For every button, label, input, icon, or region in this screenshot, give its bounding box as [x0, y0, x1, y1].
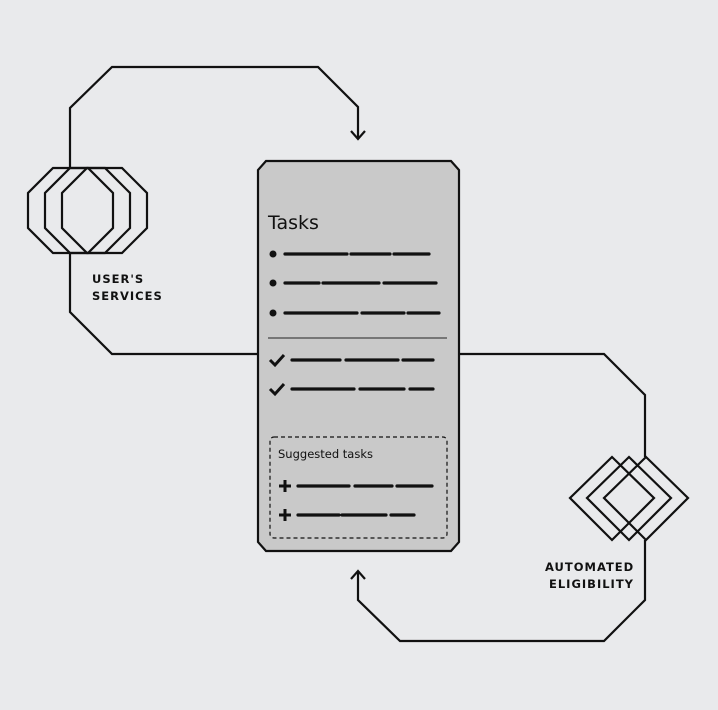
bullet-icon	[269, 250, 277, 258]
suggested-task-row	[279, 480, 434, 492]
connector-bottom	[356, 540, 647, 643]
arrow-down-icon	[350, 130, 366, 141]
plus-icon	[279, 509, 291, 521]
connector-top	[68, 65, 360, 168]
check-icon	[268, 353, 286, 368]
open-task-row	[269, 250, 431, 258]
label-users-services-2: SERVICES	[92, 289, 163, 303]
suggested-tasks-title: Suggested tasks	[278, 447, 373, 461]
label-automated-eligibility-1: AUTOMATED	[545, 560, 634, 574]
connector-right	[460, 352, 647, 457]
bullet-icon	[269, 309, 277, 317]
connector-left	[68, 253, 258, 356]
check-icon	[268, 382, 286, 397]
tasks-title: Tasks	[267, 212, 319, 234]
tasks-card: Tasks Suggested tasks	[256, 159, 461, 553]
label-users-services-1: USER'S	[92, 272, 144, 286]
arrow-up-icon	[350, 569, 366, 580]
suggested-task-row	[279, 509, 416, 521]
services-stack-icon	[26, 166, 149, 255]
plus-icon	[279, 480, 291, 492]
completed-task-row	[268, 382, 435, 397]
suggested-tasks-box	[269, 436, 448, 539]
bullet-icon	[269, 279, 277, 287]
eligibility-stack-icon	[568, 455, 690, 542]
label-automated-eligibility-2: ELIGIBILITY	[549, 577, 634, 591]
open-task-row	[269, 309, 441, 317]
completed-task-row	[268, 353, 435, 368]
open-task-row	[269, 279, 438, 287]
